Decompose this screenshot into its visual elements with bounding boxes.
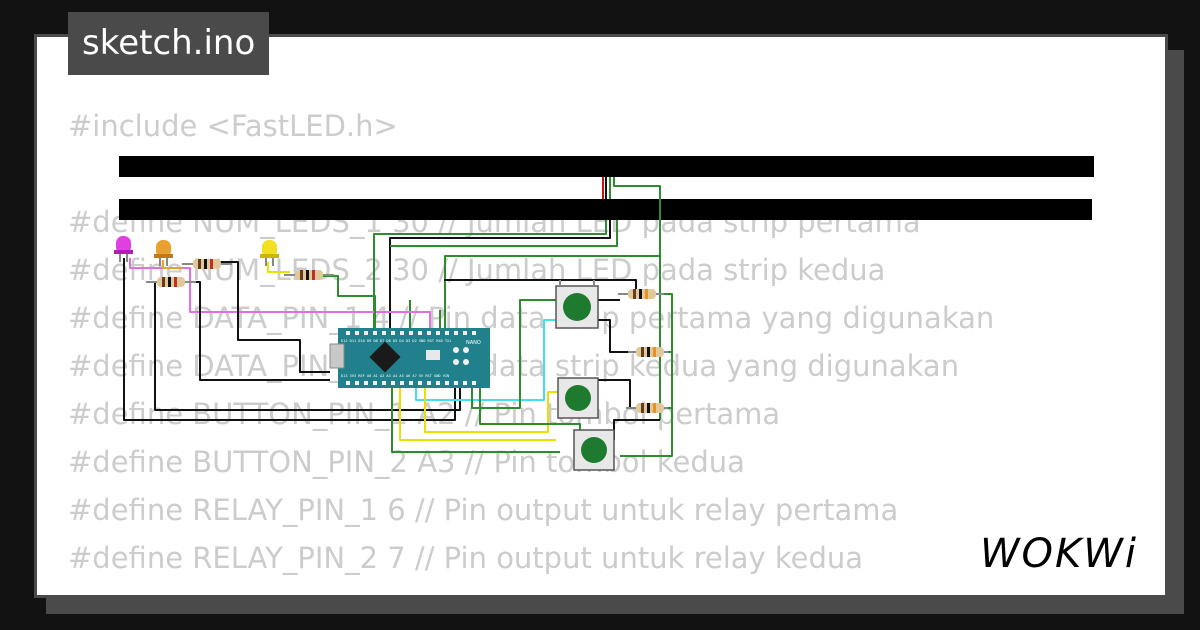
wire-yellow[interactable] [399, 388, 556, 441]
wire-black[interactable] [598, 319, 632, 353]
arduino-nano-board[interactable]: D12 D11 D10 D9 D8 D7 D6 D5 D4 D3 D2 GND … [329, 328, 490, 388]
wire-green[interactable] [373, 220, 607, 330]
led-orange[interactable] [154, 240, 173, 266]
code-line: #define RELAY_PIN_2 7 // Pin output untu… [68, 541, 864, 575]
file-name-tab[interactable]: sketch.ino [68, 12, 270, 75]
wire-green[interactable] [390, 220, 618, 247]
resistor[interactable] [182, 259, 232, 269]
sketch-card[interactable] [34, 34, 1168, 598]
wire-black[interactable] [220, 261, 330, 373]
resistor[interactable] [626, 403, 668, 413]
push-button-3[interactable] [573, 429, 615, 471]
wire-black[interactable] [593, 379, 631, 408]
wire-green[interactable] [471, 299, 556, 409]
code-line: #include <FastLED.h> [68, 109, 398, 143]
board-bottom-pin-labels: D13 3V3 REF A0 A1 A2 A3 A4 A5 A6 A7 5V R… [341, 374, 449, 378]
wire-green[interactable] [320, 275, 376, 330]
code-line: #define NUM_LEDS_2 30 // Jumlah LED pada… [68, 253, 886, 287]
wokwi-logo-text: WOKWi [980, 531, 1138, 577]
push-button-2[interactable] [557, 377, 599, 419]
mcu-chip [369, 341, 401, 373]
wire-black[interactable] [182, 281, 330, 381]
wokwi-logo[interactable]: WOKWi [978, 522, 1150, 580]
wire-black[interactable] [389, 220, 611, 330]
led-strip-1[interactable] [119, 156, 1094, 177]
wire-pink[interactable] [129, 258, 431, 330]
wires [123, 177, 673, 457]
push-button-1[interactable] [555, 280, 599, 329]
led-magenta[interactable] [114, 236, 133, 262]
wire-green[interactable] [613, 177, 661, 420]
wire-yellow[interactable] [424, 388, 560, 433]
led-strip-2[interactable] [119, 199, 1092, 220]
resistor[interactable] [284, 270, 334, 280]
wire-cyan[interactable] [415, 319, 556, 401]
board-top-pin-labels: D12 D11 D10 D9 D8 D7 D6 D5 D4 D3 D2 GND … [341, 339, 451, 343]
usb-port [329, 343, 345, 369]
resistor[interactable] [628, 347, 668, 357]
code-line: #define BUTTON_PIN_2 A3 // Pin tombol ke… [68, 445, 745, 479]
code-line: #define DATA_PIN_1 4 // Pin data strip p… [68, 301, 995, 335]
code-line: #define RELAY_PIN_1 6 // Pin output untu… [68, 493, 899, 527]
wire-green[interactable] [620, 293, 673, 457]
wire-green[interactable] [479, 388, 581, 432]
wire-green[interactable] [444, 255, 660, 330]
led-yellow[interactable] [260, 240, 279, 266]
resistor[interactable] [146, 277, 196, 287]
wire-black[interactable] [123, 258, 456, 421]
wire-orange[interactable] [162, 260, 182, 269]
wire-black[interactable] [444, 279, 637, 294]
wire-green[interactable] [391, 388, 560, 453]
wire-yellow[interactable] [267, 262, 290, 273]
wire-black[interactable] [613, 419, 660, 440]
resistor[interactable] [618, 289, 664, 299]
board-label: NANO [466, 340, 481, 346]
code-line: #define BUTTON_PIN_1 A2 // Pin tombol pe… [68, 397, 781, 431]
